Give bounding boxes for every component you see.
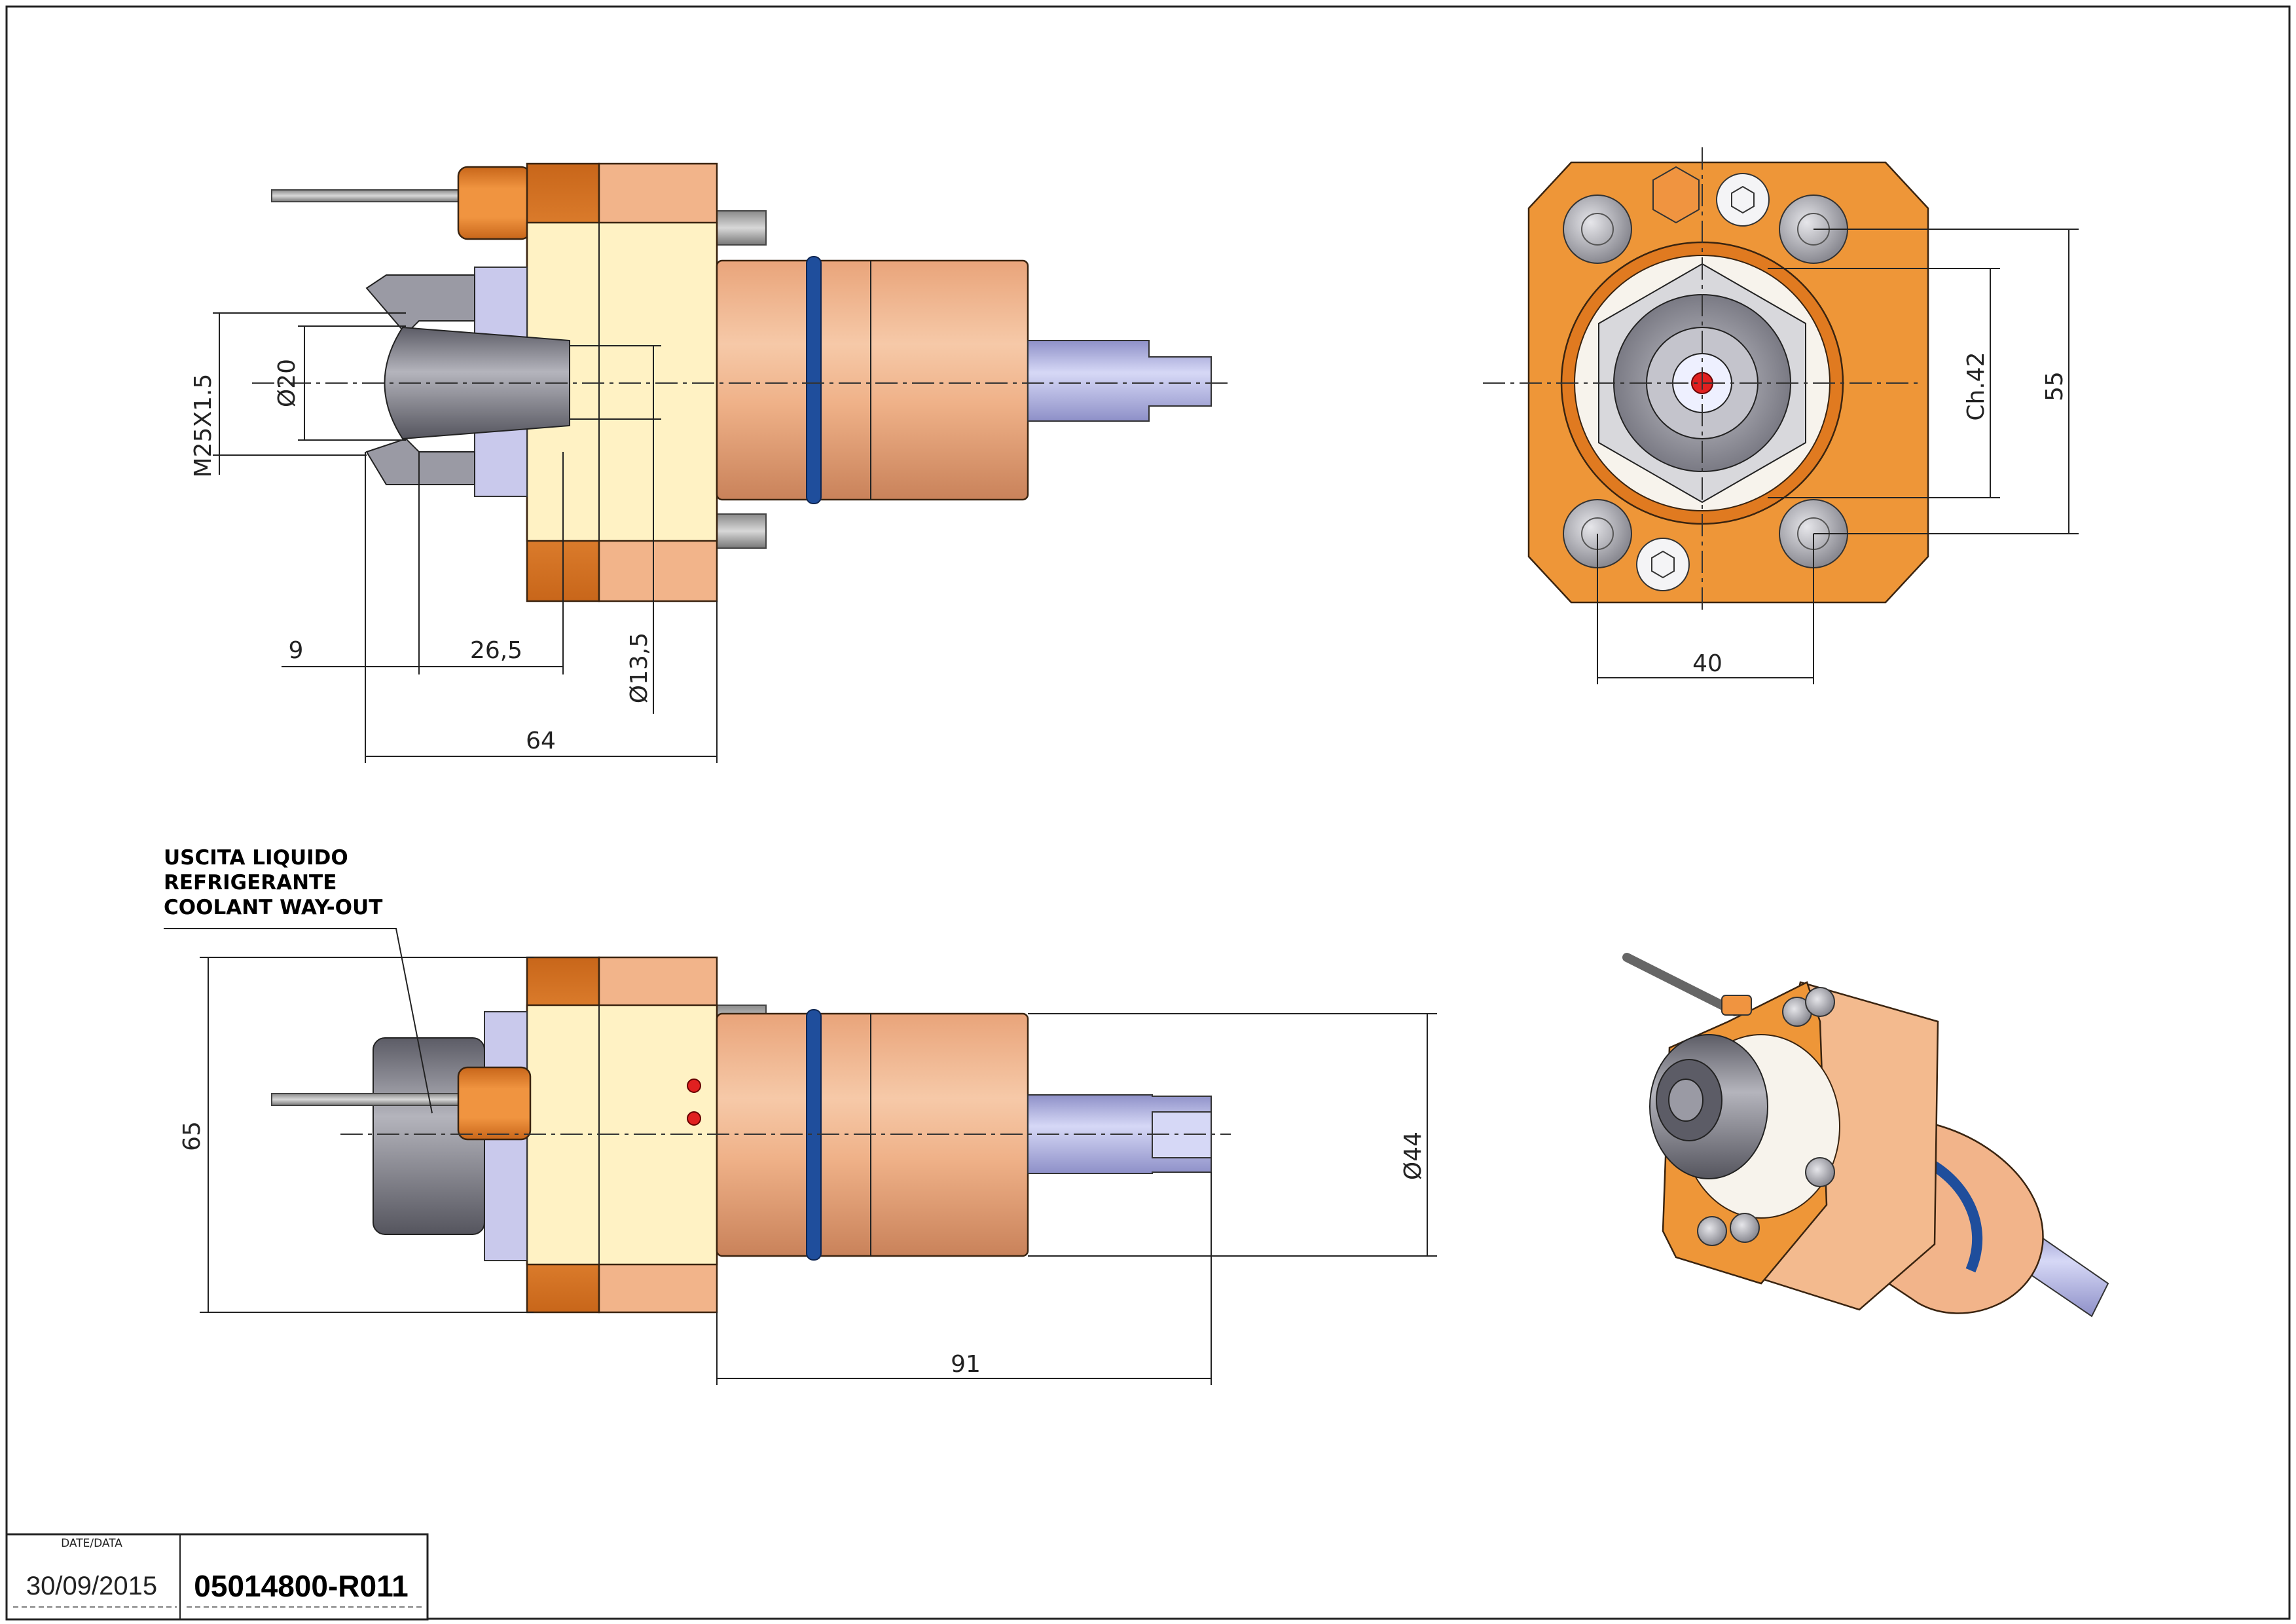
coolant-fitting-2 xyxy=(457,1066,532,1141)
thread-dim: M25X1.5 xyxy=(190,374,217,478)
stud-top xyxy=(713,210,767,246)
spindle-diameter-dim: Ø13,5 xyxy=(626,633,653,704)
coolant-outlet-1 xyxy=(687,1079,701,1093)
title-block: DATE/DATA 30/09/2015 05014800-R011 xyxy=(5,1533,429,1621)
o-ring xyxy=(806,256,822,504)
coolant-note-line3: COOLANT WAY-OUT xyxy=(164,896,382,919)
front-view: Ch.42 55 40 xyxy=(1483,147,2079,684)
dim-9: 9 xyxy=(289,637,304,664)
flats-dim: Ch.42 xyxy=(1963,352,1990,420)
dim-91: 91 xyxy=(951,1351,981,1378)
bolt-top-left xyxy=(1563,194,1632,264)
body-cylinder xyxy=(716,259,1029,501)
collet-diameter-dim: Ø20 xyxy=(274,359,301,407)
collet-nut-section xyxy=(365,274,475,335)
coolant-outlet-2 xyxy=(687,1111,701,1126)
side-view: USCITA LIQUIDO REFRIGERANTE COOLANT WAY-… xyxy=(164,846,1437,1385)
drive-shaft xyxy=(1027,340,1212,422)
iso-coolant-rod xyxy=(1622,953,1740,1016)
date-label: DATE/DATA xyxy=(61,1537,122,1550)
coolant-rod xyxy=(271,189,469,202)
coolant-note-line1: USCITA LIQUIDO xyxy=(164,846,348,870)
drawing-number: 05014800-R011 xyxy=(194,1569,408,1603)
hex-screw-top xyxy=(1716,173,1770,227)
body-diameter-dim: Ø44 xyxy=(1400,1132,1427,1180)
coolant-port xyxy=(1652,166,1700,224)
coolant-note-line2: REFRIGERANTE xyxy=(164,871,337,895)
stud-bottom xyxy=(713,513,767,549)
dim-40: 40 xyxy=(1692,650,1722,677)
side-section-view: M25X1.5 Ø20 Ø13,5 9 26,5 64 xyxy=(190,162,1231,763)
coolant-fitting xyxy=(457,166,532,240)
sheet-border xyxy=(5,5,2291,1620)
hex-screw-bottom xyxy=(1636,538,1690,591)
drawing-date: 30/09/2015 xyxy=(26,1572,157,1600)
dim-26-5: 26,5 xyxy=(470,637,522,664)
coolant-rod-2 xyxy=(271,1093,469,1106)
dim-64: 64 xyxy=(526,728,556,754)
dim-65: 65 xyxy=(179,1121,206,1151)
dim-55: 55 xyxy=(2041,371,2068,401)
isometric-view xyxy=(1622,953,2109,1318)
